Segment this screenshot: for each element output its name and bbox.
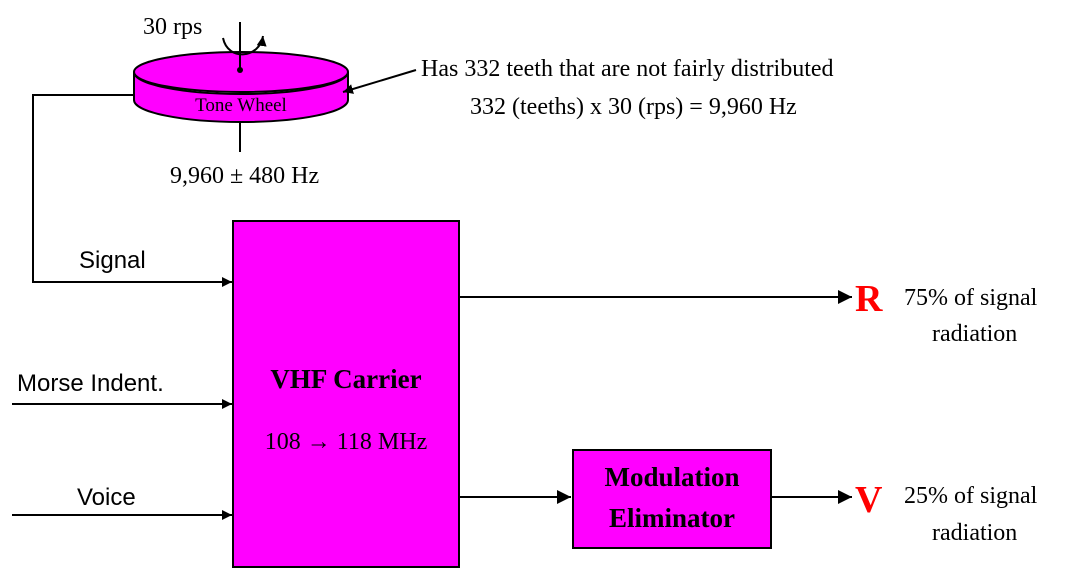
vhf-carrier-box	[233, 221, 459, 567]
tone-wheel: 30 rps Tone Wheel 9,960 ± 480 Hz Has 332…	[134, 14, 834, 189]
r-output: R 75% of signal radiation	[459, 278, 1038, 347]
tone-wheel-note-line2: 332 (teeths) x 30 (rps) = 9,960 Hz	[470, 94, 797, 120]
tone-wheel-note-leader	[343, 70, 416, 92]
morse-input: Morse Indent.	[12, 370, 232, 404]
r-output-line2: radiation	[932, 321, 1017, 347]
v-output: V 25% of signal radiation	[771, 479, 1038, 546]
modulation-eliminator-line2: Eliminator	[609, 503, 735, 533]
tone-wheel-speed-label: 30 rps	[143, 14, 202, 40]
vhf-carrier-range: 108 → 118 MHz	[265, 429, 427, 455]
tone-wheel-note-line1: Has 332 teeth that are not fairly distri…	[421, 56, 834, 82]
tone-wheel-axis-dot	[237, 67, 243, 73]
v-output-line2: radiation	[932, 520, 1017, 546]
voice-label: Voice	[77, 484, 136, 511]
signal-label: Signal	[79, 247, 146, 274]
vhf-carrier-title: VHF Carrier	[270, 364, 421, 394]
tone-wheel-label: Tone Wheel	[195, 95, 287, 116]
r-output-line1: 75% of signal	[904, 285, 1038, 311]
modulation-eliminator-line1: Modulation	[604, 462, 739, 492]
voice-input: Voice	[12, 484, 232, 515]
modulation-eliminator-block: Modulation Eliminator	[459, 450, 771, 548]
v-output-line1: 25% of signal	[904, 483, 1038, 509]
r-output-letter: R	[855, 278, 883, 320]
tone-wheel-frequency-label: 9,960 ± 480 Hz	[170, 163, 319, 189]
v-output-letter: V	[855, 479, 883, 521]
morse-label: Morse Indent.	[17, 370, 164, 397]
vhf-carrier-block: VHF Carrier 108 → 118 MHz	[233, 221, 459, 567]
